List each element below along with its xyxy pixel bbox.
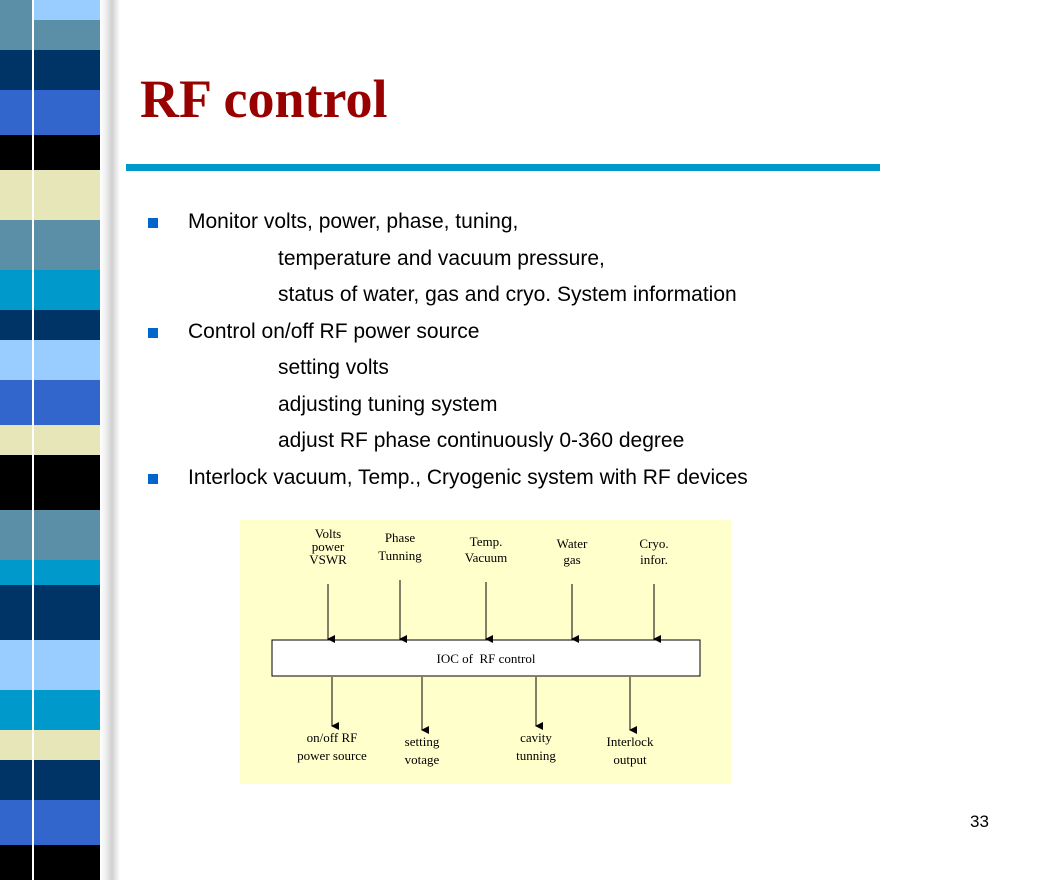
input-label: Cryo.: [639, 536, 668, 551]
decorative-stripe: [0, 0, 120, 880]
bullet-continuation: adjust RF phase continuously 0-360 degre…: [140, 423, 1020, 460]
bullet-item: Interlock vacuum, Temp., Cryogenic syste…: [140, 460, 1020, 497]
output-label: setting: [405, 734, 440, 749]
ioc-box: [271, 639, 701, 677]
input-label: Tunning: [378, 548, 422, 563]
input-node: Temp.Vacuum: [465, 534, 508, 643]
bullet-text: Interlock vacuum, Temp., Cryogenic syste…: [188, 465, 748, 489]
input-label: Phase: [385, 530, 416, 545]
output-label: votage: [405, 752, 440, 767]
bullet-item: Monitor volts, power, phase, tuning,: [140, 204, 1020, 241]
bullet-text: status of water, gas and cryo. System in…: [278, 283, 737, 306]
output-label: Interlock: [607, 734, 654, 749]
input-node: Cryo.infor.: [639, 536, 669, 643]
bullet-text: temperature and vacuum pressure,: [278, 246, 605, 270]
bullet-continuation: status of water, gas and cryo. System in…: [140, 277, 1020, 314]
bullet-continuation: adjusting tuning system: [140, 387, 1020, 424]
title-underline: [126, 164, 880, 171]
bullet-text: adjust RF phase continuously 0-360 degre…: [278, 429, 685, 452]
output-node: Interlock output: [607, 677, 654, 767]
output-node: cavity tunning: [516, 677, 556, 763]
bullet-text: Monitor volts, power, phase, tuning,: [188, 210, 519, 233]
output-node: on/off RF power source: [297, 677, 367, 763]
bullet-square-icon: [148, 473, 158, 484]
input-label: gas: [563, 552, 580, 567]
input-label: Volts: [315, 526, 342, 541]
output-label: cavity: [520, 730, 552, 745]
page-number: 33: [970, 812, 989, 831]
output-label: power source: [297, 748, 367, 763]
output-node: setting votage: [405, 677, 440, 767]
bullet-text: Control on/off RF power source: [188, 319, 480, 343]
ioc-box-label: IOC of RF control: [437, 651, 536, 666]
bullet-text: adjusting tuning system: [278, 392, 498, 416]
bullet-continuation: temperature and vacuum pressure,: [140, 241, 1020, 278]
output-label: tunning: [516, 748, 556, 763]
input-label: Temp.: [470, 534, 503, 549]
input-label: VSWR: [309, 552, 347, 567]
stripe-pattern: [0, 0, 100, 880]
bullet-text: setting volts: [278, 356, 389, 379]
output-label: on/off RF: [307, 730, 358, 745]
input-label: infor.: [640, 552, 668, 567]
output-label: output: [613, 752, 647, 767]
input-label: Water: [557, 536, 588, 551]
bullet-list: Monitor volts, power, phase, tuning, temp…: [140, 204, 1020, 496]
input-label: Vacuum: [465, 550, 508, 565]
bullet-continuation: setting volts: [140, 350, 1020, 387]
slide-title: RF control: [140, 69, 388, 129]
input-label: power: [312, 539, 345, 554]
bullet-square-icon: [148, 218, 158, 228]
bullet-square-icon: [148, 327, 158, 338]
bullet-item: Control on/off RF power source: [140, 314, 1020, 351]
